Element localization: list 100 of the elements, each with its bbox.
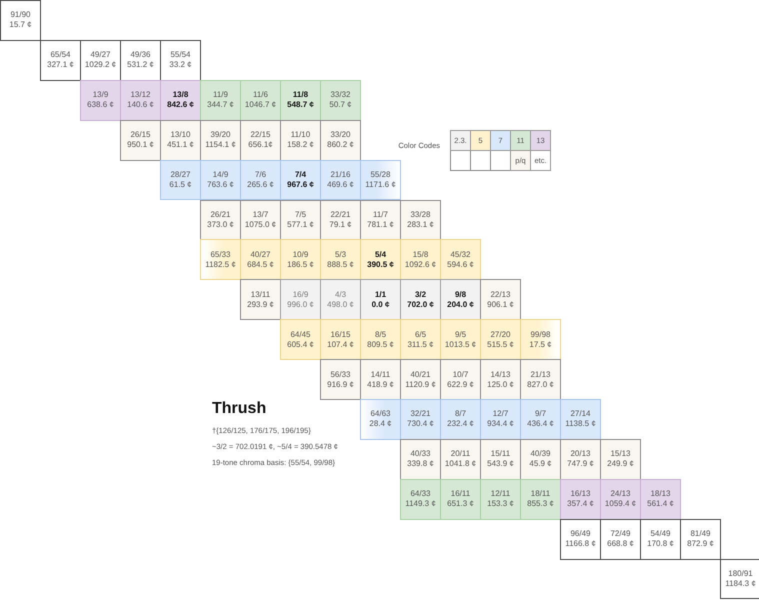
cents-label: 436.4 ¢ xyxy=(527,419,554,430)
ratio-label: 33/28 xyxy=(410,210,431,220)
interval-cell xyxy=(640,518,681,560)
cents-label: 950.1 ¢ xyxy=(127,140,154,150)
ratio-label: 54/49 xyxy=(650,529,671,540)
interval-cell xyxy=(560,518,601,560)
ratio-label: 56/33 xyxy=(330,370,351,380)
cents-label: 531.2 ¢ xyxy=(127,60,154,70)
cents-label: 1171.6 ¢ xyxy=(365,180,396,190)
interval-cell xyxy=(240,120,281,161)
ratio-label: 14/11 xyxy=(370,370,390,380)
interval-cell xyxy=(240,200,281,240)
cents-label: 888.5 ¢ xyxy=(327,260,354,270)
ratio-label: 65/33 xyxy=(210,250,231,260)
cents-label: 311.5 ¢ xyxy=(407,340,434,350)
cents-label: 1184.3 ¢ xyxy=(725,579,756,590)
cents-label: 561.4 ¢ xyxy=(647,499,674,510)
interval-cell xyxy=(440,478,481,520)
ratio-label: 16/15 xyxy=(330,330,351,340)
cents-label: 622.9 ¢ xyxy=(447,380,474,390)
cents-label: 1092.6 ¢ xyxy=(404,260,436,270)
interval-cell xyxy=(520,438,561,480)
ratio-label: 4/3 xyxy=(334,290,346,300)
cents-label: 872.9 ¢ xyxy=(687,539,714,550)
interval-cell xyxy=(0,0,41,41)
interval-cell xyxy=(320,160,361,200)
ratio-label: 21/13 xyxy=(530,370,551,380)
interval-cell xyxy=(440,359,481,400)
cents-label: 344.7 ¢ xyxy=(207,100,234,110)
interval-cell xyxy=(40,40,81,81)
ratio-label: 11/7 xyxy=(373,210,388,220)
ratio-label: 14/13 xyxy=(490,370,511,380)
interval-cell xyxy=(240,279,281,320)
ratio-label: 32/21 xyxy=(410,409,431,420)
cents-label: 594.6 ¢ xyxy=(447,260,474,270)
ratio-label: 64/63 xyxy=(370,409,391,420)
ratio-label: 64/33 xyxy=(410,489,431,500)
cents-label: 28.4 ¢ xyxy=(369,419,392,430)
ratio-label: 10/7 xyxy=(452,370,468,380)
ratio-label: 26/21 xyxy=(210,210,231,220)
ratio-label: 13/11 xyxy=(250,290,270,300)
ratio-label: 40/33 xyxy=(410,449,431,460)
ratio-label: 7/4 xyxy=(294,170,306,180)
interval-cell xyxy=(480,359,521,400)
ratio-label: 65/54 xyxy=(50,50,71,60)
ratio-label: 13/12 xyxy=(130,90,151,100)
ratio-label: 27/14 xyxy=(570,409,591,420)
interval-cell xyxy=(120,120,161,161)
ratio-label: 7/5 xyxy=(294,210,306,220)
cents-label: 747.9 ¢ xyxy=(567,459,594,470)
ratio-label: 12/11 xyxy=(490,489,510,500)
cents-label: 1046.7 ¢ xyxy=(244,100,276,110)
interval-cell xyxy=(400,438,441,480)
ratio-label: 20/11 xyxy=(450,449,470,460)
ratio-label: 49/27 xyxy=(90,50,111,60)
cents-label: 1059.4 ¢ xyxy=(604,499,636,510)
interval-cell xyxy=(440,399,481,440)
cents-label: 373.0 ¢ xyxy=(207,220,234,230)
cents-label: 1029.2 ¢ xyxy=(84,60,116,70)
interval-cell xyxy=(120,80,161,121)
interval-cell xyxy=(200,80,241,121)
cents-label: 33.2 ¢ xyxy=(169,60,192,70)
cents-label: 1120.9 ¢ xyxy=(405,380,436,390)
cents-label: 469.6 ¢ xyxy=(327,180,354,190)
cents-label: 656.1¢ xyxy=(248,140,273,150)
ratio-label: 64/45 xyxy=(290,330,311,340)
interval-cell xyxy=(360,200,401,240)
interval-cell xyxy=(160,40,201,81)
cents-label: 1138.5 ¢ xyxy=(565,419,596,430)
cents-label: 158.2 ¢ xyxy=(287,140,314,150)
cents-label: 1182.5 ¢ xyxy=(205,260,236,270)
ratio-label: 22/21 xyxy=(330,210,351,220)
cents-label: 702.0 ¢ xyxy=(407,300,434,310)
diagram-title: Thrush xyxy=(212,400,266,418)
cents-label: 45.9 ¢ xyxy=(529,459,552,470)
interval-cell xyxy=(280,319,321,360)
interval-cell xyxy=(320,80,361,121)
interval-cell xyxy=(280,120,321,161)
cents-label: 548.7 ¢ xyxy=(287,100,314,110)
ratio-label: 16/9 xyxy=(292,290,308,300)
cents-label: 916.9 ¢ xyxy=(327,380,354,390)
ratio-label: 9/7 xyxy=(534,409,546,420)
ratio-label: 18/11 xyxy=(530,489,550,500)
ratio-label: 5/3 xyxy=(334,250,346,260)
interval-cell xyxy=(280,160,321,200)
cents-label: 451.1 ¢ xyxy=(167,140,194,150)
interval-cell xyxy=(320,239,361,280)
interval-cell xyxy=(360,399,401,440)
cents-label: 1013.5 ¢ xyxy=(444,340,476,350)
interval-cell xyxy=(480,319,521,360)
ratio-label: 45/32 xyxy=(450,250,471,260)
ratio-label: 11/8 xyxy=(292,90,308,100)
interval-cell xyxy=(600,438,641,480)
interval-cell xyxy=(360,359,401,400)
interval-cell xyxy=(160,160,201,200)
interval-cell xyxy=(200,160,241,200)
ratio-label: 9/5 xyxy=(454,330,466,340)
cents-label: 1041.8 ¢ xyxy=(444,459,476,470)
cents-label: 860.2 ¢ xyxy=(327,140,354,150)
ratio-label: 10/9 xyxy=(292,250,308,260)
